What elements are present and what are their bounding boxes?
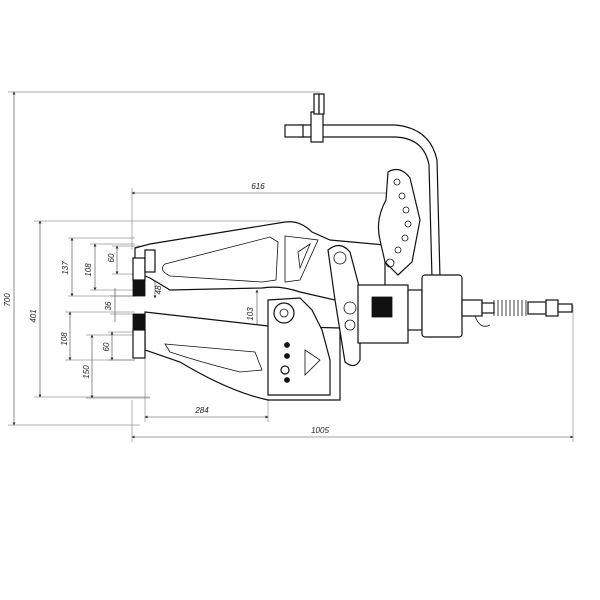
dimension-upper-jaw-depth: 108 bbox=[84, 243, 135, 291]
dimension-lower-tip: 60 bbox=[102, 331, 135, 361]
dimension-total-height: 700 bbox=[3, 91, 320, 426]
cylinder-block bbox=[357, 274, 483, 344]
air-hose-fitting bbox=[474, 299, 573, 327]
dim-label-36: 36 bbox=[104, 301, 113, 310]
dimension-throat-height: 401 bbox=[29, 220, 280, 398]
dim-label-103: 103 bbox=[246, 307, 255, 321]
dim-label-108-lower: 108 bbox=[60, 332, 69, 346]
dimension-upper-offset: 137 bbox=[61, 237, 135, 297]
dim-label-60-lower: 60 bbox=[102, 342, 111, 351]
dim-label-1005: 1005 bbox=[311, 426, 329, 435]
dim-label-284: 284 bbox=[194, 406, 209, 415]
toggle-lever bbox=[377, 168, 421, 276]
dim-label-700: 700 bbox=[3, 293, 12, 307]
dimension-total-length: 1005 bbox=[131, 305, 574, 442]
dim-label-401: 401 bbox=[29, 309, 38, 322]
dim-label-150: 150 bbox=[82, 365, 91, 379]
dim-label-137: 137 bbox=[61, 261, 70, 275]
lower-electrode bbox=[132, 313, 146, 359]
dimension-lower-depth: 108 bbox=[60, 311, 135, 361]
dim-label-616: 616 bbox=[251, 182, 265, 191]
dim-label-60-upper: 60 bbox=[107, 253, 116, 262]
linkage bbox=[327, 244, 361, 367]
dim-label-108-upper: 108 bbox=[84, 263, 93, 277]
dim-label-48-upper: 48 bbox=[154, 285, 163, 294]
dimension-lower-height: 150 bbox=[82, 334, 150, 399]
upper-electrode bbox=[132, 249, 156, 297]
center-plate bbox=[267, 297, 331, 396]
